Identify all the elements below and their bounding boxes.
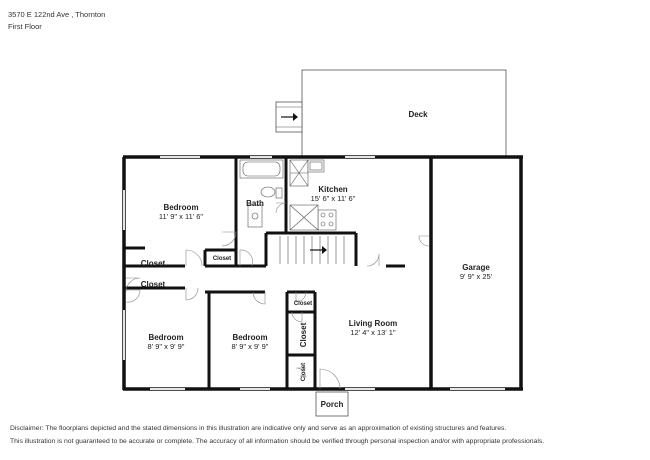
room-closet-2: Closet: [213, 256, 231, 262]
arrow-right-icon: [281, 113, 298, 121]
bath-fixtures: [239, 159, 284, 228]
floor-label: First Floor: [8, 22, 42, 31]
interior-walls: [122, 157, 405, 389]
room-closet-3: Closet: [141, 280, 166, 289]
svg-text:Bath: Bath: [246, 199, 264, 208]
svg-text:15' 6" x 11' 6": 15' 6" x 11' 6": [311, 194, 356, 203]
svg-text:11' 9" x 11' 6": 11' 9" x 11' 6": [159, 212, 204, 221]
room-closet-4: Closet: [294, 301, 312, 307]
property-address: 3570 E 122nd Ave , Thornton: [8, 10, 106, 19]
room-closet-1: Closet: [141, 259, 166, 268]
svg-text:8' 9" x 9' 9": 8' 9" x 9' 9": [232, 342, 269, 351]
svg-text:8' 9" x 9' 9": 8' 9" x 9' 9": [148, 342, 185, 351]
room-bedroom-1: Bedroom 11' 9" x 11' 6": [159, 203, 204, 221]
room-bath: Bath: [246, 199, 264, 208]
disclaimer-line-2: This illustration is not guaranteed to b…: [10, 438, 545, 445]
arrow-right-icon: [310, 246, 327, 254]
svg-text:Closet: Closet: [141, 259, 166, 268]
doors: [125, 202, 430, 390]
room-bedroom-3: Bedroom 8' 9" x 9' 9": [232, 333, 269, 351]
deck: Deck: [301, 69, 507, 157]
svg-text:Closet: Closet: [141, 280, 166, 289]
porch: Porch: [315, 391, 349, 417]
deck-label: Deck: [408, 110, 428, 119]
disclaimer-line-1: Disclaimer: The floorplans depicted and …: [10, 425, 507, 432]
porch-label: Porch: [321, 400, 344, 409]
svg-text:Living Room: Living Room: [349, 319, 397, 328]
room-kitchen: Kitchen 15' 6" x 11' 6": [311, 185, 356, 203]
svg-text:Kitchen: Kitchen: [318, 185, 347, 194]
room-bedroom-2: Bedroom 8' 9" x 9' 9": [148, 333, 185, 351]
svg-text:Closet: Closet: [299, 322, 308, 347]
kitchen-fixtures: [289, 159, 337, 231]
svg-text:Bedroom: Bedroom: [148, 333, 183, 342]
interior-stairs: [279, 236, 345, 264]
svg-text:12' 4" x 13' 1": 12' 4" x 13' 1": [350, 328, 396, 337]
svg-text:Bedroom: Bedroom: [232, 333, 267, 342]
room-closet-6: Closet: [301, 363, 307, 381]
svg-text:Closet: Closet: [301, 363, 307, 381]
svg-text:Bedroom: Bedroom: [163, 203, 198, 212]
room-living-room: Living Room 12' 4" x 13' 1": [349, 319, 397, 337]
room-closet-5: Closet: [299, 322, 308, 347]
svg-text:Closet: Closet: [294, 301, 312, 307]
deck-stairs: [275, 101, 303, 133]
svg-text:Closet: Closet: [213, 256, 231, 262]
room-garage: Garage 9' 9" x 25': [460, 263, 493, 281]
svg-text:9' 9" x 25': 9' 9" x 25': [460, 272, 493, 281]
svg-text:Garage: Garage: [462, 263, 490, 272]
window-lines: [123, 156, 505, 390]
